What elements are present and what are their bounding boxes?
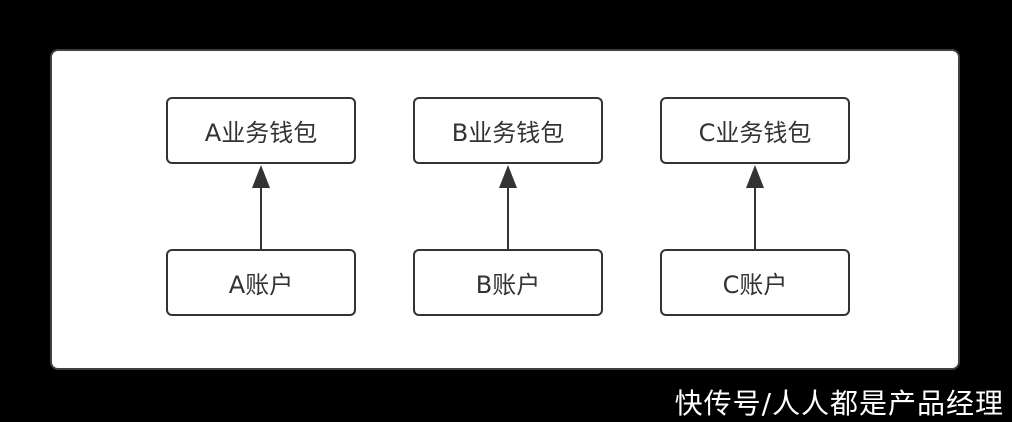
b-wallet-label: B业务钱包 [451,119,565,147]
watermark-text: 快传号/人人都是产品经理 [674,387,1004,420]
diagram-canvas: A业务钱包 B业务钱包 C业务钱包 A账户 B账户 C账户 [50,49,960,370]
edge-c-arrowhead-icon [746,165,764,188]
b-account-node: B账户 [413,249,603,316]
edge-c-account-to-c-wallet [746,165,764,249]
edge-a-arrowhead-icon [252,165,270,188]
a-account-node: A账户 [166,249,356,316]
c-wallet-label: C业务钱包 [698,119,812,147]
c-account-label: C账户 [722,271,788,299]
edge-b-arrowhead-icon [499,165,517,188]
edge-a-account-to-a-wallet [252,165,270,249]
c-wallet-node: C业务钱包 [660,97,850,164]
b-account-label: B账户 [475,271,541,299]
edge-b-account-to-b-wallet [499,165,517,249]
c-account-node: C账户 [660,249,850,316]
b-wallet-node: B业务钱包 [413,97,603,164]
a-account-label: A账户 [228,271,294,299]
a-wallet-label: A业务钱包 [204,119,318,147]
a-wallet-node: A业务钱包 [166,97,356,164]
